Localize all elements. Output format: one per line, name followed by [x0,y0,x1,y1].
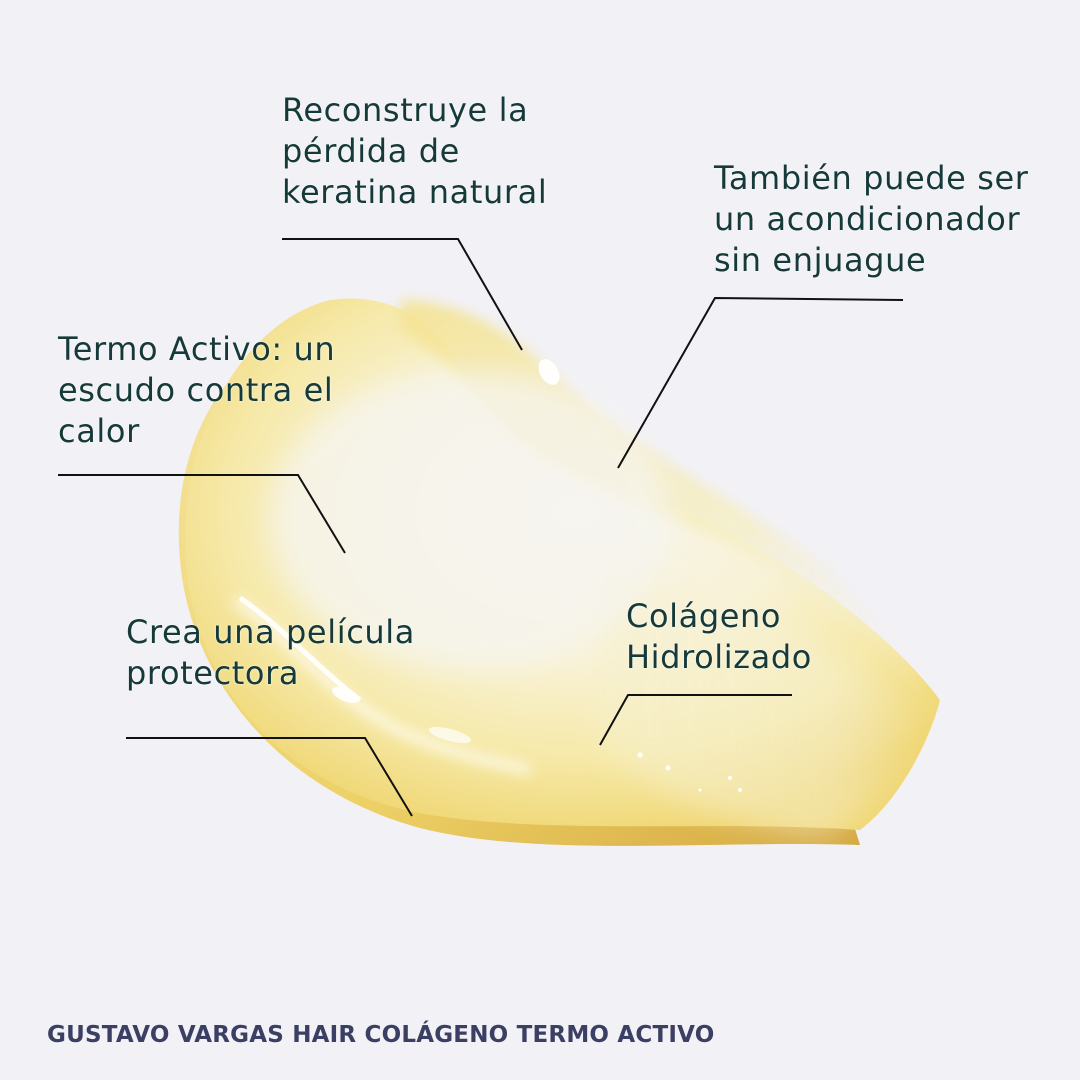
product-title-footer: GUSTAVO VARGAS HAIR COLÁGENO TERMO ACTIV… [47,1022,715,1048]
callout-keratina: Reconstruye la pérdida de keratina natur… [282,91,548,211]
callout-pelicula: Crea una película protectora [126,613,415,692]
callout-termo-activo: Termo Activo: un escudo contra el calor [58,330,336,450]
callout-acondicionador: También puede ser un acondicionador sin … [714,159,1029,279]
callout-colageno: Colágeno Hidrolizado [626,597,812,676]
